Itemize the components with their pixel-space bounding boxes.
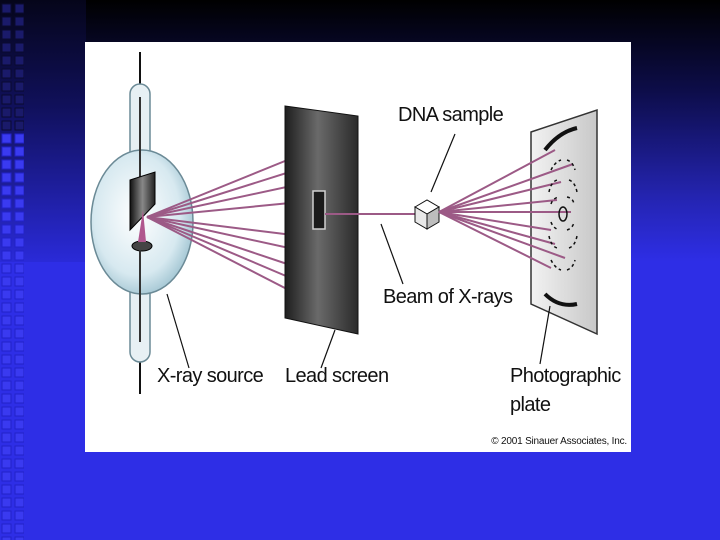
leader-beam <box>380 223 404 285</box>
copyright-notice: © 2001 Sinauer Associates, Inc. <box>491 436 627 447</box>
label-dna-sample: DNA sample <box>398 104 504 126</box>
diffracted-rays <box>438 149 574 269</box>
diffraction-pattern <box>543 126 578 307</box>
label-photographic-line1: Photographic <box>510 365 621 387</box>
xray-diffraction-diagram <box>90 52 598 394</box>
label-beam-of-xrays: Beam of X-rays <box>383 286 513 308</box>
anode-target <box>129 171 156 232</box>
cathode-cup <box>131 240 153 252</box>
slide-left-band <box>0 0 86 262</box>
label-lead-screen: Lead screen <box>285 365 389 387</box>
label-photographic-line2: plate <box>510 394 551 416</box>
label-leader-lines <box>166 133 551 369</box>
leader-lead-screen <box>320 329 336 369</box>
photographic-plate <box>530 108 598 336</box>
slide-decorative-squares <box>1 3 24 540</box>
label-xray-source: X-ray source <box>157 365 264 387</box>
leader-dna-sample <box>430 133 456 193</box>
electron-beam <box>138 210 146 242</box>
dna-sample-crystal <box>414 199 440 230</box>
leader-xray-source <box>166 293 190 369</box>
xray-tube <box>90 52 194 394</box>
lead-screen-slit <box>312 190 326 230</box>
diagram-panel: DNA sample Beam of X-rays X-ray source L… <box>85 42 631 452</box>
leader-photographic-plate <box>539 305 551 365</box>
